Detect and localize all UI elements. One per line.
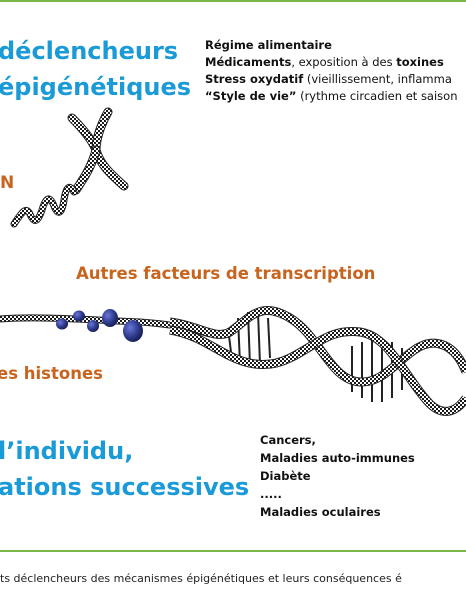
bottom-title-line-2: ations successives [0,473,250,501]
dna-double-helix [169,306,466,416]
dna-strand-wiggle [10,183,78,228]
factor-item: “Style de vie” (rythme circadien et sais… [205,89,458,103]
figure-caption: ts déclencheurs des mécanismes épigénéti… [0,572,402,585]
factor-item: Stress oxydatif (vieillissement, inflamm… [205,72,452,86]
label-transcription: Autres facteurs de transcription [76,264,376,283]
factor-item: Régime alimentaire [205,38,332,52]
disease-item: ..... [260,487,282,501]
label-n-fragment: N [0,173,15,193]
histone-sphere [123,320,143,342]
factors-list: Régime alimentaire Médicaments, expositi… [205,37,458,105]
disease-item: Maladies oculaires [260,505,381,519]
histone-sphere [102,309,118,327]
bottom-title-line-1: l’individu, [0,437,134,465]
chromosome-icon [67,107,129,195]
disease-item: Maladies auto-immunes [260,451,415,465]
diseases-list: Cancers, Maladies auto-immunes Diabète .… [260,431,415,521]
disease-item: Cancers, [260,433,316,447]
factor-item: Médicaments, exposition à des toxines [205,55,444,69]
title-line-2: épigénétiques [0,73,192,101]
top-border-line [0,0,466,2]
histone-sphere [56,318,68,330]
histone-proteins [56,309,143,342]
histone-sphere [73,310,85,322]
label-histones: es histones [0,364,103,383]
histone-sphere [87,320,99,332]
bottom-border-line [0,550,466,552]
title-line-1: déclencheurs [0,37,179,65]
disease-item: Diabète [260,469,311,483]
